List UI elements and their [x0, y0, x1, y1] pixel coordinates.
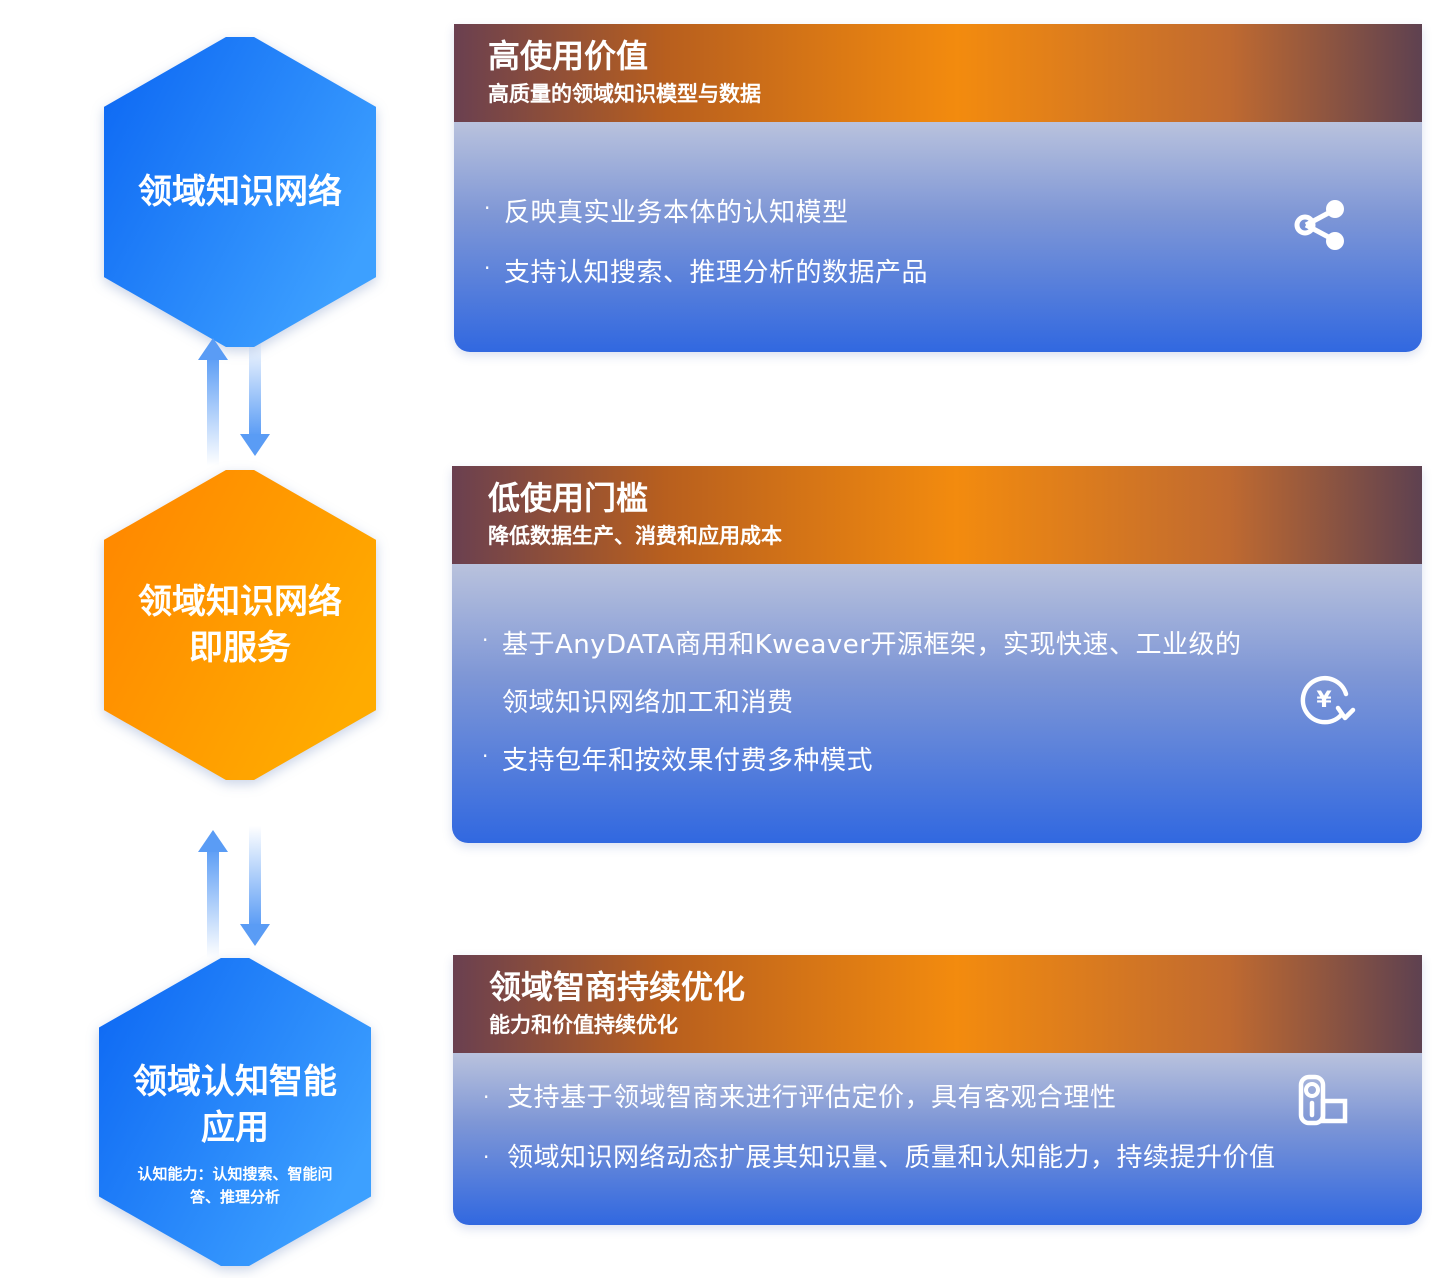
- card-bullet: · 反映真实业务本体的认知模型: [484, 196, 849, 228]
- card-low-threshold: 低使用门槛 降低数据生产、消费和应用成本 · 基于AnyDATA商用和Kweav…: [452, 466, 1422, 843]
- card-header: 低使用门槛 降低数据生产、消费和应用成本: [452, 466, 1422, 564]
- hexagon-domain-knowledge-network: 领域知识网络: [104, 37, 376, 347]
- up-arrow-icon: [198, 830, 228, 958]
- card-subtitle: 高质量的领域知识模型与数据: [488, 82, 761, 106]
- bullet-dot-icon: ·: [484, 256, 491, 280]
- hexagon-shape: [99, 958, 371, 1266]
- card-header: 高使用价值 高质量的领域知识模型与数据: [454, 24, 1422, 122]
- card-body: · 基于AnyDATA商用和Kweaver开源框架，实现快速、工业级的领域知识网…: [452, 564, 1422, 843]
- hexagon-label-group: 领域知识网络: [104, 37, 376, 347]
- share-icon: [1294, 198, 1348, 252]
- down-arrow-icon: [240, 826, 270, 946]
- svg-text:¥: ¥: [1316, 688, 1332, 713]
- card-subtitle: 降低数据生产、消费和应用成本: [488, 524, 782, 548]
- yen-refresh-icon: ¥: [1298, 672, 1358, 726]
- bullet-dot-icon: ·: [482, 628, 489, 652]
- card-body: · 反映真实业务本体的认知模型 · 支持认知搜索、推理分析的数据产品: [454, 122, 1422, 352]
- hexagon-title: 领域知识网络: [138, 172, 342, 212]
- card-title: 高使用价值: [488, 37, 649, 75]
- card-domain-iq-optimization: 领域智商持续优化 能力和价值持续优化 · 支持基于领域智商来进行评估定价，具有客…: [453, 955, 1422, 1225]
- card-title: 低使用门槛: [488, 479, 649, 517]
- hexagon-subtitle: 认知能力：认知搜索、智能问答、推理分析: [137, 1165, 333, 1206]
- card-bullet: · 支持认知搜索、推理分析的数据产品: [484, 256, 929, 288]
- card-body: · 支持基于领域智商来进行评估定价，具有客观合理性 · 领域知识网络动态扩展其知…: [453, 1053, 1422, 1225]
- bullet-dot-icon: ·: [483, 1085, 490, 1109]
- hexagon-label-group: 领域知识网络即服务: [104, 470, 376, 780]
- bullet-dot-icon: ·: [482, 744, 489, 768]
- hexagon-shape: [104, 470, 376, 780]
- bullet-dot-icon: ·: [484, 196, 491, 220]
- card-high-value: 高使用价值 高质量的领域知识模型与数据 · 反映真实业务本体的认知模型 · 支持…: [454, 24, 1422, 352]
- card-subtitle: 能力和价值持续优化: [489, 1013, 678, 1037]
- card-bullet: · 支持基于领域智商来进行评估定价，具有客观合理性: [483, 1083, 1117, 1113]
- card-bullet: · 支持包年和按效果付费多种模式: [482, 744, 874, 776]
- bullet-dot-icon: ·: [483, 1145, 490, 1169]
- lock-badge-icon: [1297, 1073, 1351, 1127]
- card-bullet: · 基于AnyDATA商用和Kweaver开源框架，实现快速、工业级的领域知识网…: [482, 628, 1242, 718]
- card-bullet: · 领域知识网络动态扩展其知识量、质量和认知能力，持续提升价值: [483, 1143, 1276, 1173]
- card-title: 领域智商持续优化: [489, 968, 746, 1006]
- down-arrow-icon: [240, 338, 270, 456]
- up-arrow-icon: [198, 338, 228, 466]
- hexagon-domain-cognitive-app: 领域认知智能应用 认知能力：认知搜索、智能问答、推理分析: [99, 958, 371, 1266]
- hexagon-shape: [104, 37, 376, 347]
- hexagon-knowledge-network-as-service: 领域知识网络即服务: [104, 470, 376, 780]
- hexagon-title: 领域认知智能应用: [133, 1062, 337, 1148]
- hexagon-label-group: 领域认知智能应用 认知能力：认知搜索、智能问答、推理分析: [99, 958, 371, 1266]
- hexagon-title: 领域知识网络即服务: [138, 582, 342, 668]
- card-header: 领域智商持续优化 能力和价值持续优化: [453, 955, 1422, 1053]
